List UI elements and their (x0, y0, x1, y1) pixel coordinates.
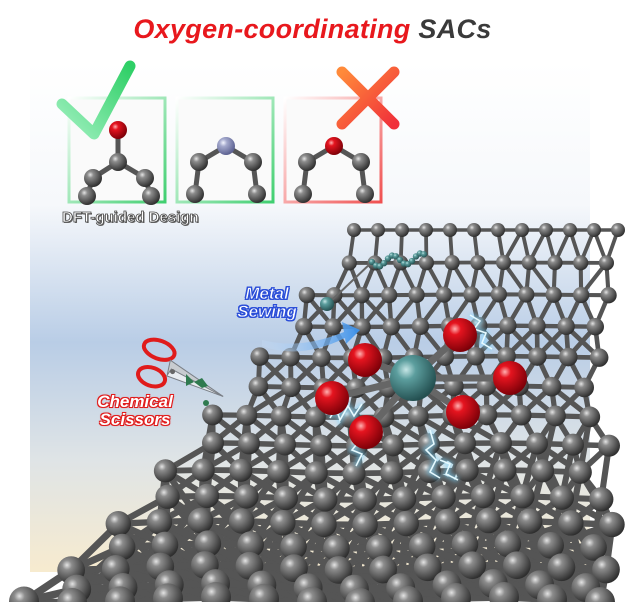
graphene-sheet (9, 223, 625, 602)
molecule-panels (67, 96, 383, 205)
dft-label: DFT-guided Design (62, 209, 199, 227)
scissors-word: Scissors (99, 410, 171, 430)
chemical-scissors-label: Chemical Scissors (75, 392, 195, 430)
loose-atom (203, 400, 209, 406)
cross-icon (336, 66, 400, 130)
cut-fragment (186, 374, 208, 388)
page-title: Oxygen-coordinating SACs (0, 14, 625, 45)
check-icon (56, 60, 136, 140)
needle-icon (320, 250, 428, 311)
sewing-arrow (262, 322, 360, 352)
title-red-part: Oxygen-coordinating (133, 14, 411, 44)
metal-sewing-label: Metal Sewing (222, 284, 312, 322)
single-atom-site (315, 312, 527, 483)
sewing-word: Sewing (237, 302, 297, 322)
title-dark-part: SACs (418, 14, 492, 44)
chemical-word: Chemical (97, 392, 173, 411)
metal-word: Metal (245, 284, 289, 303)
